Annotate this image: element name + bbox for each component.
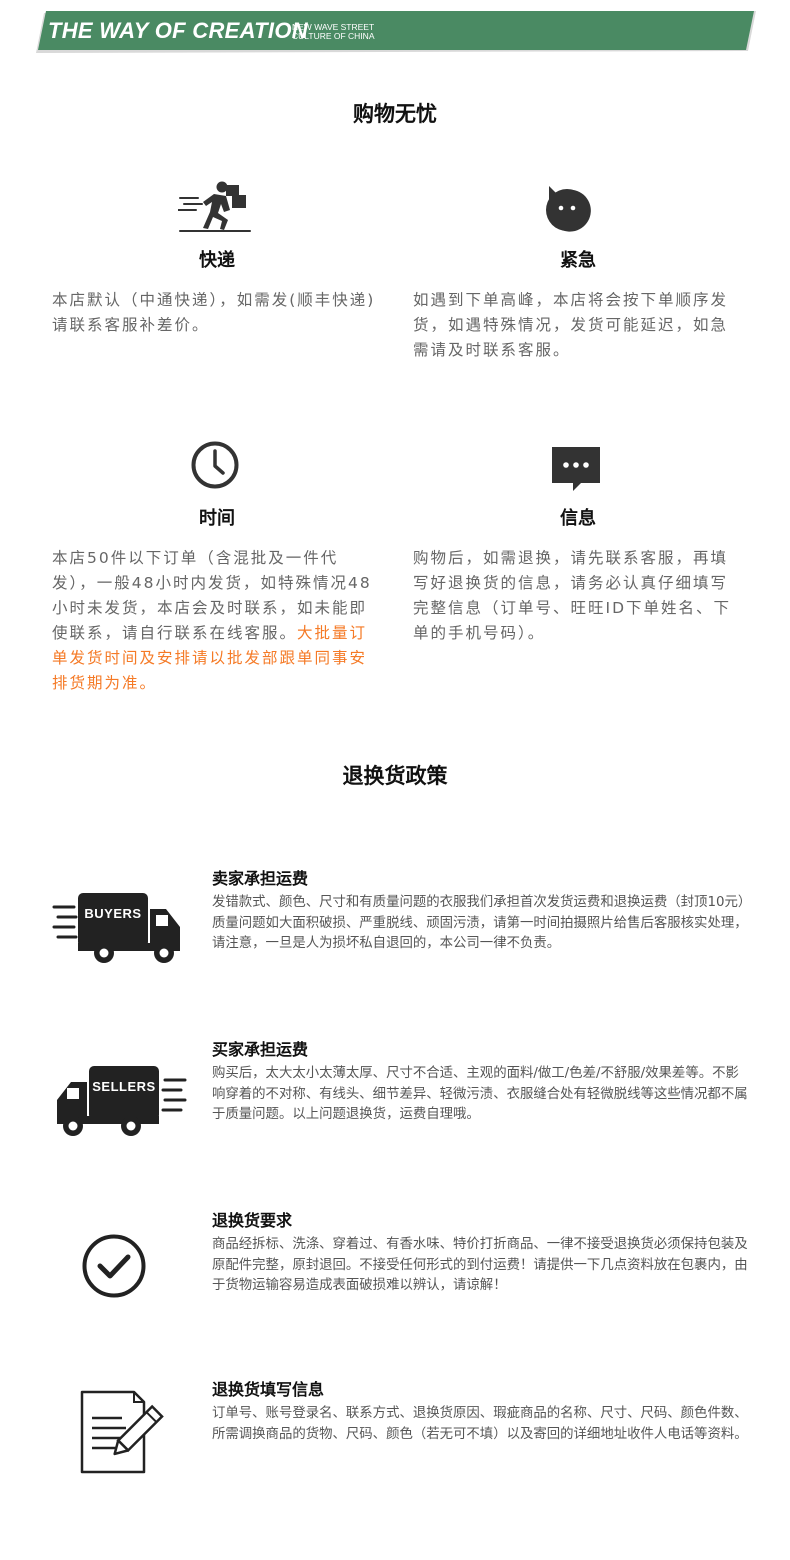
buyers-truck-icon: BUYERS: [52, 891, 184, 971]
policy-desc: 购买后，太大太小太薄太厚、尺寸不合适、主观的面料/做工/色差/不舒服/效果差等。…: [212, 1066, 748, 1122]
policy-desc: 商品经拆标、洗涤、穿着过、有香水味、特价打折商品、一律不接受退换货必须保持包装及…: [212, 1237, 748, 1293]
policy-title: 退换货要求: [212, 1211, 293, 1230]
banner-title: THE WAY OF CREATION: [48, 18, 308, 43]
banner-subtitle-line2: CULTURE OF CHINA: [292, 31, 375, 41]
section-title-worry-free: 购物无忧: [353, 102, 437, 126]
check-circle-icon: [81, 1233, 147, 1303]
feature-name: 信息: [560, 508, 596, 529]
sellers-truck-icon: SELLERS: [55, 1064, 187, 1144]
feature-desc: 购物后，如需退换，请先联系客服，再填写好退换货的信息，请务必认真仔细填写完整信息…: [413, 549, 732, 642]
policy-return-requirements: 退换货要求 商品经拆标、洗涤、穿着过、有香水味、特价打折商品、一律不接受退换货必…: [0, 1207, 790, 1327]
feature-desc: 本店默认（中通快递），如需发(顺丰快递)请联系客服补差价。: [52, 291, 376, 334]
policy-title: 退换货填写信息: [212, 1380, 325, 1399]
courier-running-icon: [177, 180, 252, 238]
truck-label: SELLERS: [92, 1079, 156, 1094]
policy-return-form-info: 退换货填写信息 订单号、账号登录名、联系方式、退换货原因、瑕疵商品的名称、尺寸、…: [0, 1376, 790, 1486]
feature-express: 快递 本店默认（中通快递），如需发(顺丰快递)请联系客服补差价。: [52, 180, 382, 340]
feature-time: 时间 本店50件以下订单（含混批及一件代发），一般48小时内发货，如特殊情况48…: [52, 440, 382, 692]
policy-seller-pays: BUYERS 卖家承担运费 发错款式、颜色、尺寸和有质量问题的衣服我们承担首次发…: [0, 865, 790, 985]
banner-subtitle: NEW WAVE STREET CULTURE OF CHINA: [292, 23, 375, 41]
section-title-return-policy: 退换货政策: [342, 764, 448, 788]
chat-message-icon: [551, 446, 601, 496]
document-pen-icon: [80, 1390, 172, 1480]
clock-icon: [190, 440, 240, 494]
feature-urgent: 紧急 如遇到下单高峰，本店将会按下单顺序发货，如遇特殊情况，发货可能延迟，如急需…: [413, 180, 743, 360]
policy-desc: 发错款式、颜色、尺寸和有质量问题的衣服我们承担首次发货运费和退换运费（封顶10元…: [212, 895, 752, 951]
feature-desc-highlight: 大批量订单发货时间及安排请以批发部跟单同事安排货期为准。: [52, 624, 368, 692]
feature-name: 紧急: [560, 250, 596, 271]
truck-label: BUYERS: [84, 906, 142, 921]
feature-name: 快递: [199, 250, 235, 271]
feature-desc: 如遇到下单高峰，本店将会按下单顺序发货，如遇特殊情况，发货可能延迟，如急需请及时…: [413, 291, 729, 359]
feature-info: 信息 购物后，如需退换，请先联系客服，再填写好退换货的信息，请务必认真仔细填写完…: [413, 440, 743, 670]
feature-desc: 本店50件以下订单（含混批及一件代发），一般48小时内发货，如特殊情况48小时未…: [52, 546, 382, 696]
feature-desc-text: 本店50件以下订单（含混批及一件代发），一般48小时内发货，如特殊情况48小时未…: [52, 549, 372, 642]
policy-title: 买家承担运费: [212, 1040, 309, 1059]
banner-subtitle-line1: NEW WAVE STREET: [292, 22, 375, 32]
policy-title: 卖家承担运费: [212, 869, 309, 888]
speech-bubble-face-icon: [543, 184, 591, 236]
feature-name: 时间: [199, 508, 235, 529]
banner-background: [36, 11, 756, 53]
policy-desc: 订单号、账号登录名、联系方式、退换货原因、瑕疵商品的名称、尺寸、尺码、颜色件数、…: [212, 1406, 748, 1442]
policy-buyer-pays: SELLERS 买家承担运费 购买后，太大太小太薄太厚、尺寸不合适、主观的面料/…: [0, 1036, 790, 1146]
header-banner: THE WAY OF CREATION NEW WAVE STREET CULT…: [36, 11, 758, 55]
